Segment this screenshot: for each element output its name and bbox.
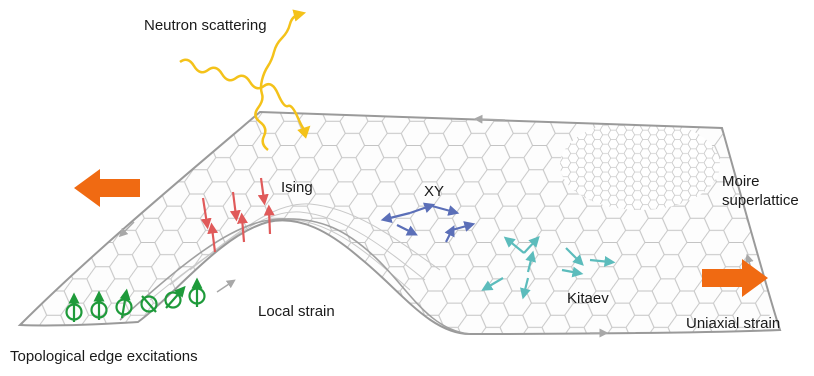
xy-spin-arrows [380,202,476,243]
left-strain-arrow [74,169,140,207]
neutron-scattering-label: Neutron scattering [144,17,267,34]
ising-label: Ising [281,179,313,196]
xy-label: XY [424,183,444,200]
right-strain-arrow [702,259,768,297]
edge-excitations [65,277,206,322]
local-strain-label: Local strain [258,303,335,320]
uniaxial-strain-label: Uniaxial strain [686,315,780,332]
moire-label-line1: Moire [722,173,760,190]
honeycomb-sheet [17,110,782,336]
moire-label-line2: superlattice [722,192,799,209]
kitaev-spin-arrows [481,235,616,300]
topological-edge-label: Topological edge excitations [10,348,198,365]
ising-spin-arrows [200,177,275,253]
neutron-beams [179,9,311,151]
strain-arrows [74,169,768,297]
kitaev-label: Kitaev [567,290,609,307]
